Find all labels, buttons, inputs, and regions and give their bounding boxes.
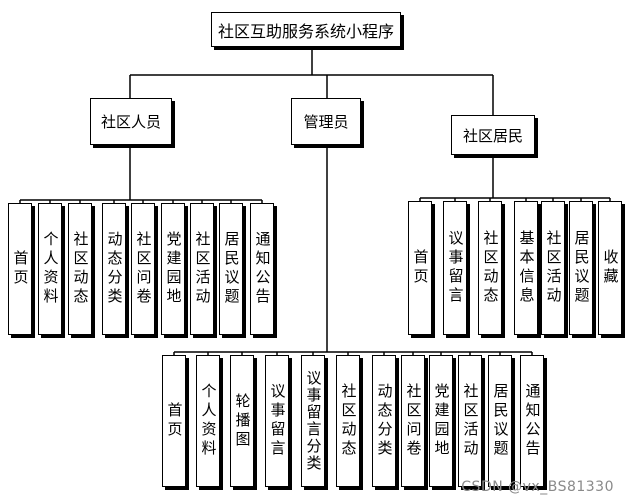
- member-item: 社区动态: [68, 203, 92, 335]
- admin-item: 议事留言分类: [301, 355, 325, 487]
- resident-item: 议事留言: [443, 201, 467, 335]
- admin-item-label: 议事留言分类: [304, 370, 323, 472]
- resident-item: 收藏: [598, 201, 622, 335]
- member-item-label: 社区活动: [193, 231, 212, 307]
- member-item: 个人资料: [38, 203, 62, 335]
- branch-admin: 管理员: [291, 98, 361, 145]
- resident-item-label: 收藏: [601, 249, 620, 287]
- admin-item: 社区问卷: [401, 355, 425, 487]
- resident-item: 社区动态: [478, 201, 502, 335]
- member-item: 社区活动: [190, 203, 214, 335]
- admin-item: 动态分类: [372, 355, 396, 487]
- member-item-label: 通知公告: [253, 231, 272, 307]
- resident-item-label: 基本信息: [517, 230, 536, 306]
- admin-item-label: 居民议题: [491, 383, 510, 459]
- member-item-label: 党建园地: [164, 231, 183, 307]
- branch-resident: 社区居民: [451, 115, 535, 155]
- member-item-label: 社区问卷: [134, 231, 153, 307]
- admin-item-label: 党建园地: [432, 383, 451, 459]
- member-item: 居民议题: [219, 203, 243, 335]
- admin-item: 首页: [162, 355, 186, 487]
- member-item-label: 社区动态: [71, 231, 90, 307]
- admin-item: 社区活动: [458, 355, 482, 487]
- admin-item-label: 通知公告: [523, 383, 542, 459]
- branch-resident-label: 社区居民: [462, 126, 523, 145]
- branch-admin-label: 管理员: [303, 113, 349, 131]
- member-item: 社区问卷: [131, 203, 155, 335]
- member-item-label: 动态分类: [105, 231, 124, 307]
- member-item: 首页: [8, 203, 32, 335]
- member-item-label: 个人资料: [41, 231, 60, 307]
- resident-item: 首页: [408, 201, 432, 335]
- admin-item: 个人资料: [196, 355, 220, 487]
- admin-item-label: 社区问卷: [404, 383, 423, 459]
- admin-item: 轮播图: [230, 355, 254, 487]
- admin-item: 居民议题: [488, 355, 512, 487]
- resident-item-label: 首页: [411, 249, 430, 287]
- resident-item: 基本信息: [514, 201, 538, 335]
- root-label: 社区互助服务系统小程序: [217, 21, 394, 41]
- admin-item-label: 动态分类: [375, 383, 394, 459]
- resident-item-label: 议事留言: [446, 230, 465, 306]
- admin-item: 党建园地: [429, 355, 453, 487]
- resident-item: 社区活动: [541, 201, 565, 335]
- member-item-label: 居民议题: [222, 231, 241, 307]
- admin-item-label: 首页: [165, 402, 184, 440]
- resident-item-label: 居民议题: [572, 230, 591, 306]
- watermark: CSDN @vx_BS81330: [461, 479, 614, 495]
- admin-item-label: 轮播图: [233, 392, 252, 450]
- resident-item-label: 社区活动: [544, 230, 563, 306]
- resident-item: 居民议题: [569, 201, 593, 335]
- admin-item-label: 议事留言: [268, 383, 287, 459]
- admin-item-label: 社区活动: [461, 383, 480, 459]
- member-item-label: 首页: [11, 250, 30, 288]
- admin-item-label: 社区动态: [339, 383, 358, 459]
- branch-member-label: 社区人员: [100, 113, 161, 131]
- admin-item: 议事留言: [265, 355, 289, 487]
- member-item: 党建园地: [161, 203, 185, 335]
- resident-item-label: 社区动态: [481, 230, 500, 306]
- admin-item: 通知公告: [520, 355, 544, 487]
- branch-member: 社区人员: [90, 98, 172, 145]
- admin-item: 社区动态: [336, 355, 360, 487]
- admin-item-label: 个人资料: [199, 383, 218, 459]
- member-item: 动态分类: [102, 203, 126, 335]
- member-item: 通知公告: [250, 203, 274, 335]
- root-node: 社区互助服务系统小程序: [211, 12, 401, 47]
